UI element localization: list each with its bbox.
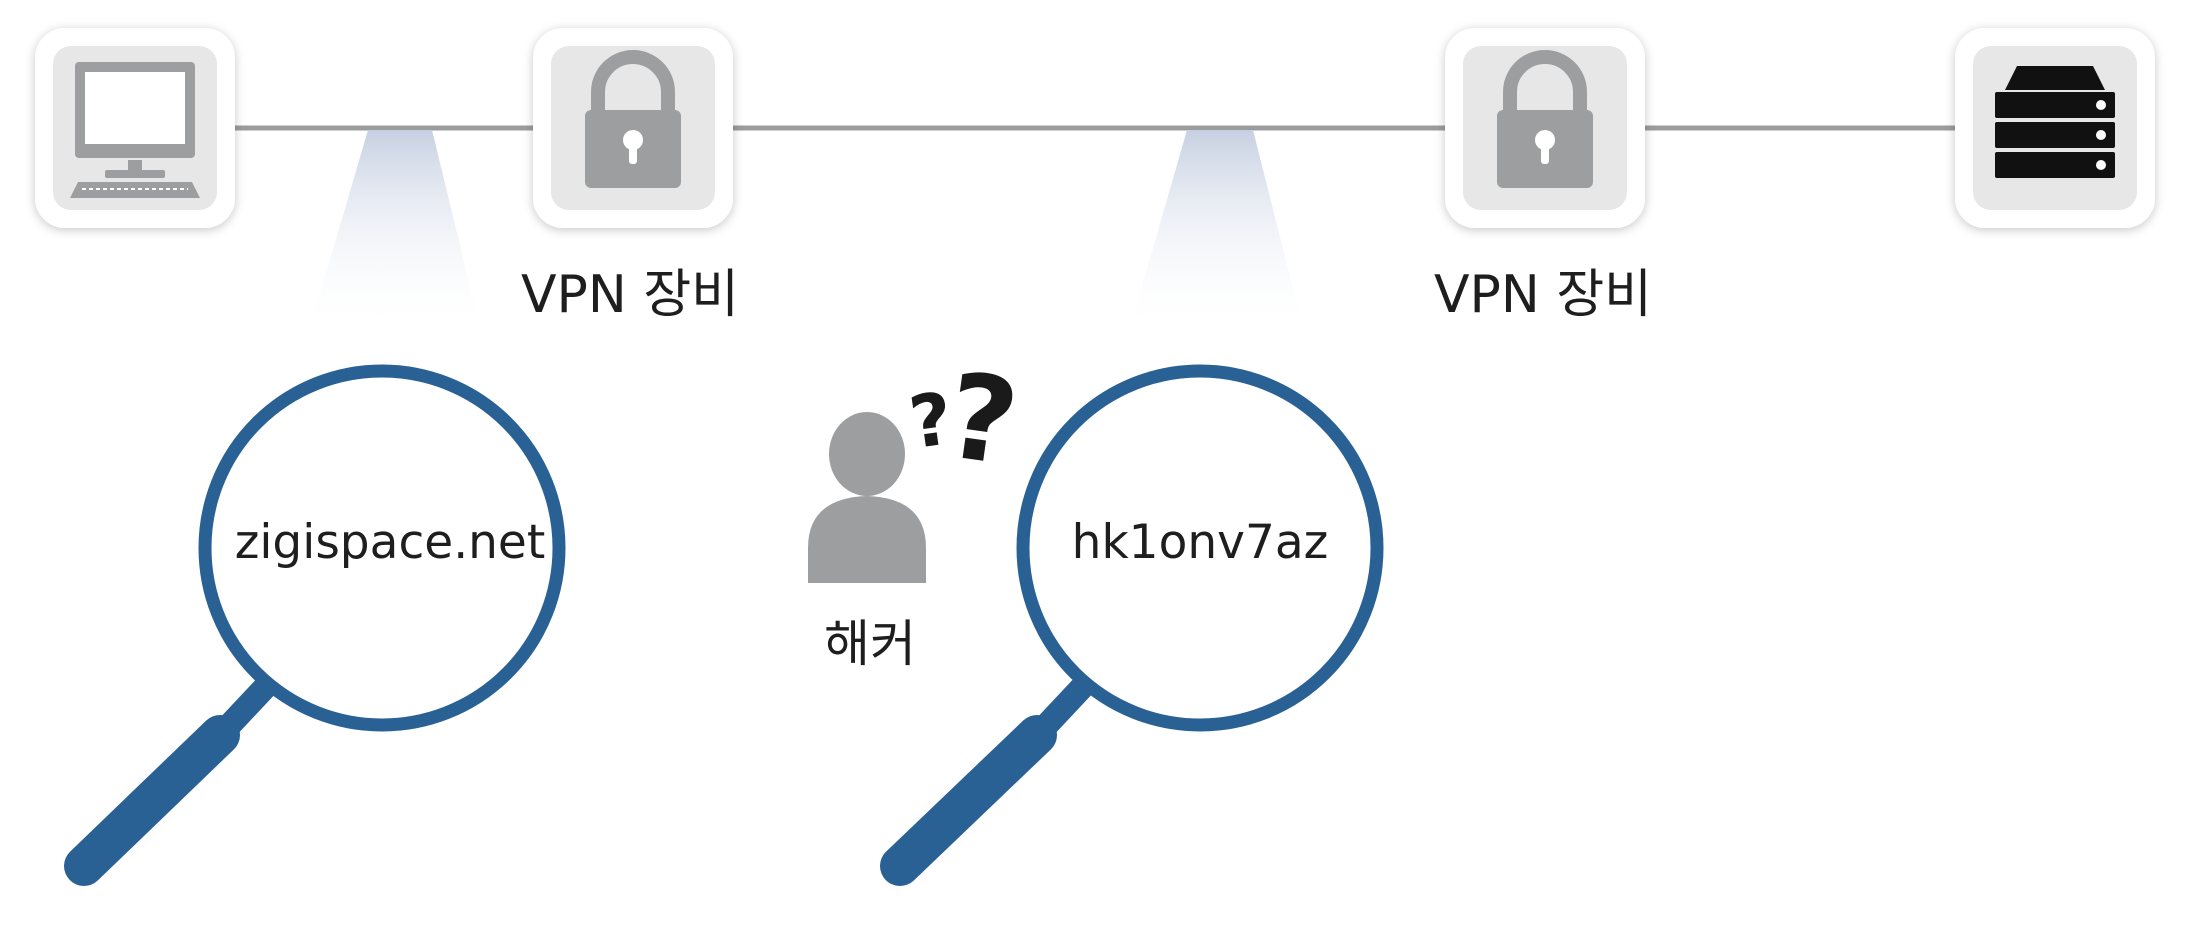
vpn-device-left-label: VPN 장비 <box>520 265 740 325</box>
magnifier-icon <box>64 364 566 886</box>
lens-text-encrypted: hk1onv7az <box>1071 515 1329 570</box>
lens-text-plain: zigispace.net <box>234 515 546 570</box>
hacker-label: 해커 <box>824 615 916 673</box>
person-icon <box>808 412 926 583</box>
server-icon <box>1995 66 2115 178</box>
padlock-icon <box>1497 50 1593 188</box>
padlock-icon <box>585 50 681 188</box>
svg-text:?: ? <box>939 346 1026 492</box>
vpn-device-right-label: VPN 장비 <box>1433 265 1653 325</box>
sniff-beam-left <box>310 130 480 328</box>
computer-icon <box>70 62 200 198</box>
question-marks-icon: ? ? <box>904 346 1025 492</box>
magnifier-icon <box>880 364 1384 886</box>
sniff-beam-right <box>1130 130 1303 328</box>
